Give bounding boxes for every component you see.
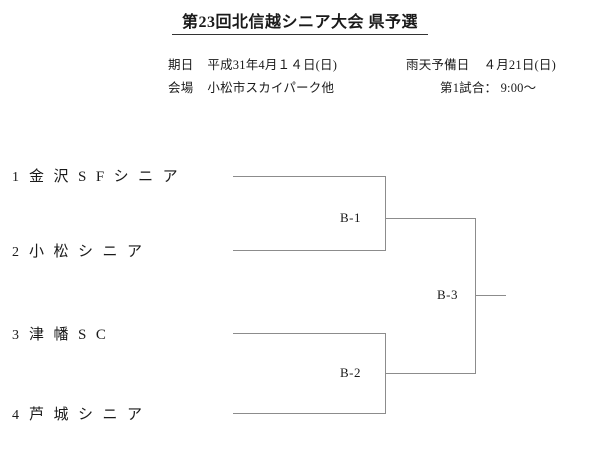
bracket-line-team-1 — [233, 176, 386, 177]
team-name-1: 金沢SFシニア — [29, 169, 188, 185]
venue-value: 小松市スカイパーク他 — [207, 81, 335, 95]
bracket-line-team-2 — [233, 250, 386, 251]
bracket-line-champion — [475, 295, 506, 296]
bracket-line-winner-b2 — [385, 373, 476, 374]
team-entry-1: 1 金沢SFシニア — [12, 165, 187, 186]
title-container: 第23回北信越シニア大会 県予選 — [0, 8, 600, 35]
venue: 会場小松市スカイパーク他 — [168, 77, 334, 96]
bracket-line-winner-b1 — [385, 218, 476, 219]
venue-label: 会場 — [168, 81, 194, 95]
team-seed-3: 3 — [12, 328, 20, 343]
page-title: 第23回北信越シニア大会 県予選 — [171, 8, 428, 35]
team-name-2: 小松シニア — [29, 244, 152, 260]
rain-date-label: 雨天予備日 — [406, 58, 470, 72]
match-label-b1: B-1 — [340, 210, 361, 225]
bracket-join-final — [475, 218, 476, 374]
team-name-4: 芦城シニア — [29, 407, 152, 423]
match-label-b3: B-3 — [437, 287, 458, 302]
team-seed-4: 4 — [12, 408, 20, 423]
event-date: 期日平成31年4月１４日(日) — [168, 54, 337, 73]
event-date-value: 平成31年4月１４日(日) — [207, 58, 338, 72]
team-seed-2: 2 — [12, 245, 20, 260]
match-label-b2: B-2 — [340, 365, 361, 380]
bracket-join-upper — [385, 176, 386, 251]
event-date-label: 期日 — [168, 58, 194, 72]
first-match-time: 第1試合： 9:00～ — [440, 81, 537, 95]
team-seed-1: 1 — [12, 170, 20, 185]
team-entry-2: 2 小松シニア — [12, 240, 152, 261]
team-entry-4: 4 芦城シニア — [12, 403, 152, 424]
bracket-line-team-3 — [233, 333, 386, 334]
rain-date-value: ４月21日(日) — [483, 58, 556, 72]
bracket-line-team-4 — [233, 413, 386, 414]
team-name-3: 津幡SC — [29, 327, 116, 343]
rain-date: 雨天予備日 ４月21日(日) — [406, 54, 556, 73]
team-entry-3: 3 津幡SC — [12, 323, 115, 344]
